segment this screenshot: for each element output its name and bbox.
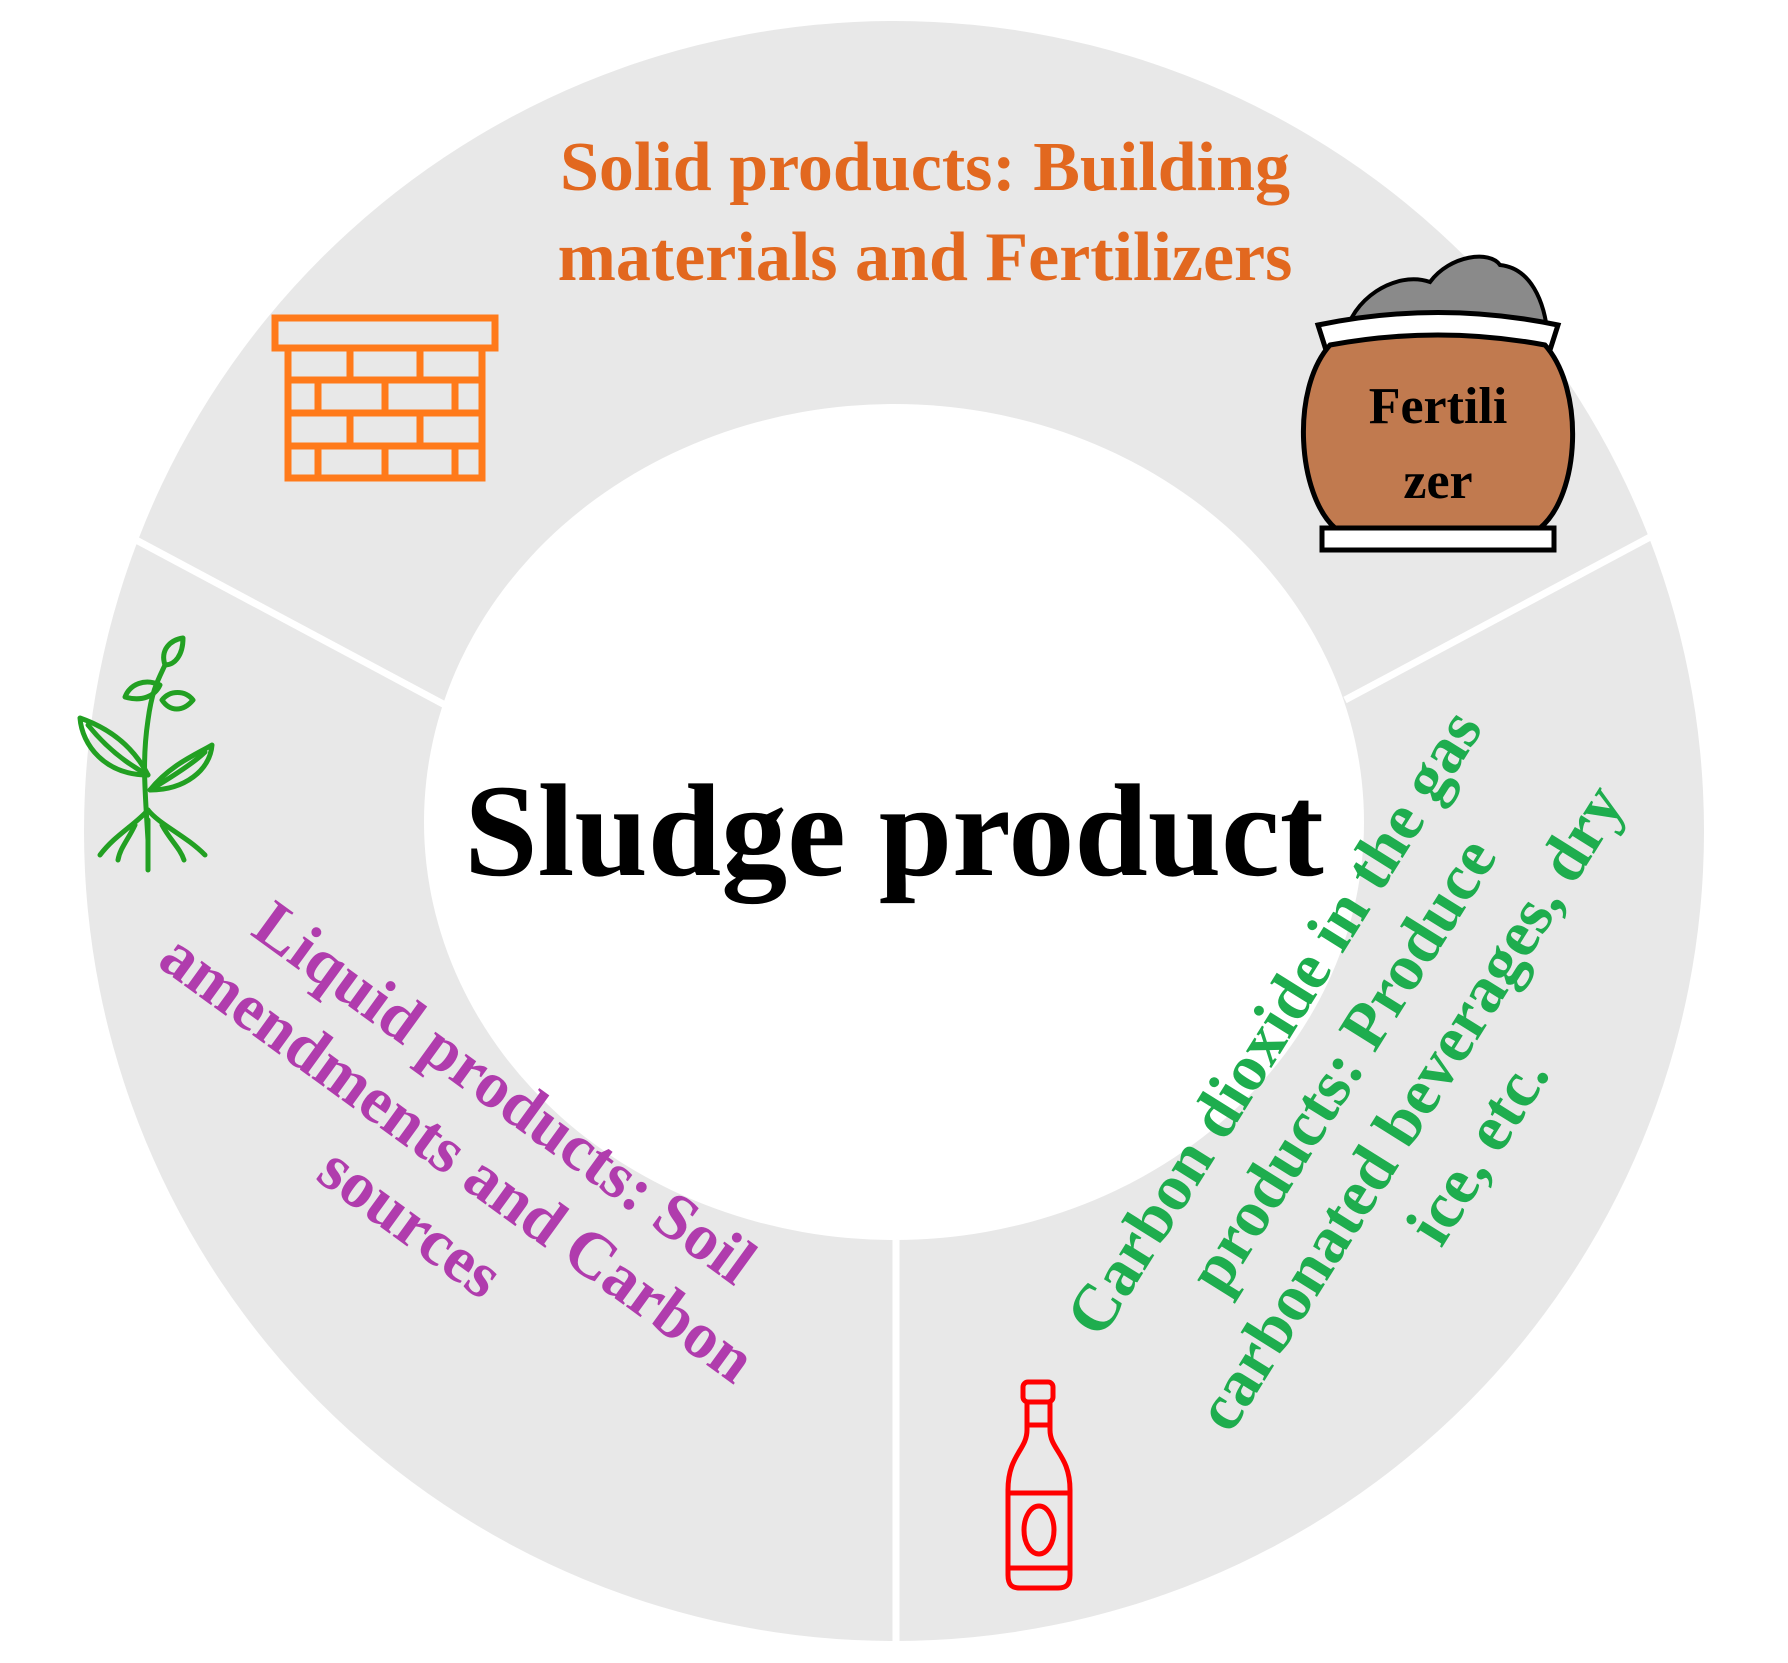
brick-wall-icon — [271, 314, 499, 482]
bottle-icon — [1005, 1379, 1073, 1591]
solid-products-line2: materials and Fertilizers — [558, 219, 1293, 296]
plant-icon — [77, 635, 215, 873]
divider-left — [78, 506, 447, 709]
divider-right — [1343, 501, 1712, 704]
center-circle — [424, 404, 1364, 1240]
fertilizer-sack-icon: Fertili zer — [1300, 254, 1576, 553]
fertilizer-label-line2: zer — [1403, 453, 1472, 510]
solid-products-line1: Solid products: Building — [560, 129, 1290, 206]
center-title: Sludge product — [464, 757, 1324, 904]
fertilizer-label-line1: Fertili — [1369, 378, 1508, 435]
